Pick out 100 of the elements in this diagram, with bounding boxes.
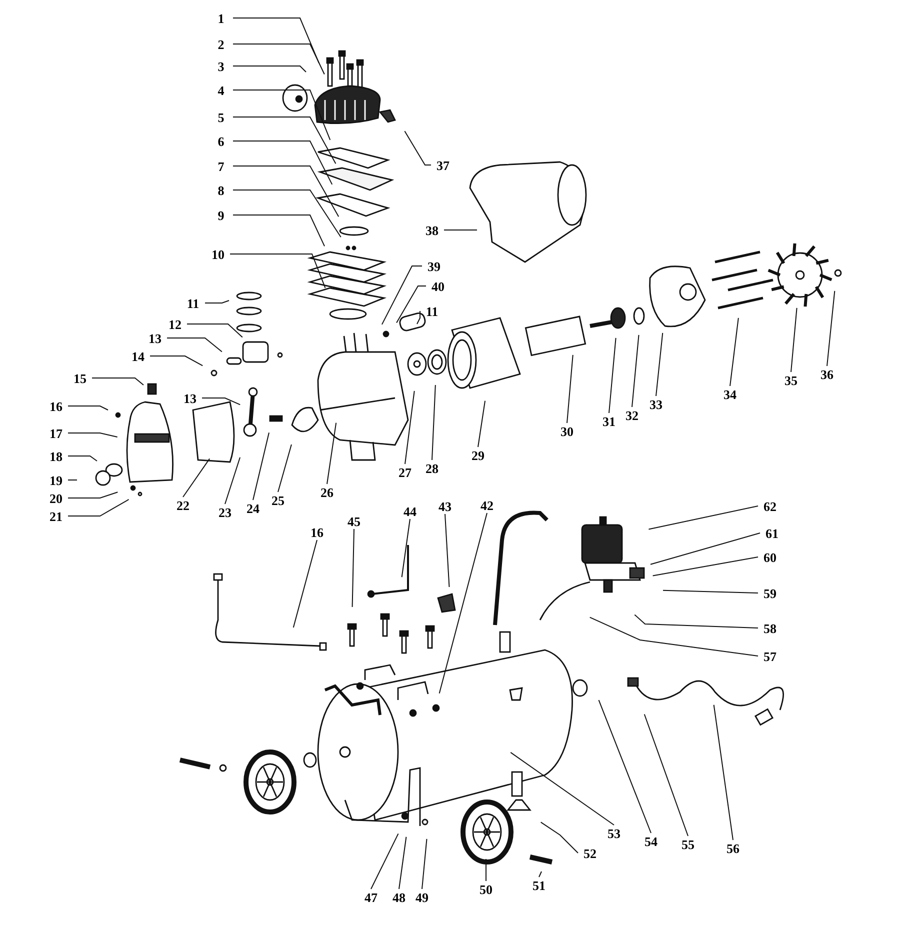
leader-line bbox=[510, 752, 614, 826]
leader-line bbox=[186, 324, 243, 338]
leader-line bbox=[713, 704, 734, 840]
leader-line bbox=[662, 590, 758, 594]
callout-number: 50 bbox=[474, 881, 498, 897]
callout-number: 58 bbox=[758, 620, 782, 636]
leader-line bbox=[68, 432, 118, 438]
leader-line bbox=[648, 506, 758, 530]
callout-number: 29 bbox=[466, 447, 490, 463]
callout-number: 7 bbox=[209, 158, 233, 174]
callout-number: 53 bbox=[602, 825, 626, 841]
callout-number: 36 bbox=[815, 366, 839, 382]
leader-line bbox=[68, 498, 130, 516]
callout-number: 9 bbox=[209, 207, 233, 223]
callout-number: 5 bbox=[209, 109, 233, 125]
leader-line bbox=[589, 616, 758, 656]
callout-number: 6 bbox=[209, 133, 233, 149]
callout-number: 18 bbox=[44, 448, 68, 464]
callout-number: 43 bbox=[433, 498, 457, 514]
callout-number: 25 bbox=[266, 492, 290, 508]
callout-number: 2 bbox=[209, 36, 233, 52]
leader-line bbox=[150, 356, 204, 366]
callout-number: 17 bbox=[44, 425, 68, 441]
callout-number: 21 bbox=[44, 508, 68, 524]
leader-line bbox=[432, 384, 436, 460]
leader-line bbox=[404, 390, 415, 464]
callout-number: 38 bbox=[420, 222, 444, 238]
leader-line bbox=[232, 44, 325, 75]
callout-number: 28 bbox=[420, 460, 444, 476]
callout-number: 32 bbox=[620, 407, 644, 423]
callout-number: 55 bbox=[676, 836, 700, 852]
leader-line bbox=[352, 528, 354, 608]
callout-number: 33 bbox=[644, 396, 668, 412]
leader-line bbox=[224, 456, 241, 504]
callout-number: 52 bbox=[578, 845, 602, 861]
callout-number: 16 bbox=[44, 398, 68, 414]
leader-line bbox=[232, 66, 306, 72]
callout-number: 19 bbox=[44, 472, 68, 488]
callout-number: 34 bbox=[718, 386, 742, 402]
leader-line bbox=[232, 116, 336, 164]
leader-line bbox=[232, 214, 326, 247]
leader-line bbox=[650, 532, 760, 565]
callout-number: 39 bbox=[422, 258, 446, 274]
callout-number: 13 bbox=[143, 330, 167, 346]
callout-number: 57 bbox=[758, 648, 782, 664]
leader-line bbox=[370, 833, 399, 890]
callout-number: 54 bbox=[639, 833, 663, 849]
callout-number: 26 bbox=[315, 484, 339, 500]
leader-line bbox=[381, 266, 422, 325]
leader-line bbox=[230, 254, 326, 288]
callout-number: 62 bbox=[758, 498, 782, 514]
callout-number: 31 bbox=[597, 413, 621, 429]
leader-line bbox=[182, 458, 210, 498]
callout-number: 59 bbox=[758, 585, 782, 601]
leader-line bbox=[232, 140, 333, 185]
leader-line bbox=[656, 332, 664, 396]
callout-number: 40 bbox=[426, 278, 450, 294]
leader-line bbox=[538, 871, 542, 878]
leader-line bbox=[278, 444, 292, 492]
leader-line bbox=[608, 337, 616, 414]
callout-number: 24 bbox=[241, 500, 265, 516]
leader-line bbox=[438, 512, 488, 694]
leader-line bbox=[444, 514, 450, 588]
callout-number: 45 bbox=[342, 513, 366, 529]
callout-number: 12 bbox=[163, 316, 187, 332]
callout-number: 37 bbox=[431, 157, 455, 173]
callout-number: 27 bbox=[393, 464, 417, 480]
callout-number: 61 bbox=[760, 525, 784, 541]
leader-line bbox=[540, 822, 578, 854]
callout-number: 8 bbox=[209, 182, 233, 198]
callout-number: 49 bbox=[410, 889, 434, 905]
leader-line bbox=[202, 398, 241, 406]
leader-line bbox=[478, 400, 486, 448]
leader-line bbox=[68, 406, 108, 410]
callout-number: 48 bbox=[387, 889, 411, 905]
callout-number: 11 bbox=[420, 303, 444, 319]
leader-line bbox=[422, 838, 428, 890]
callout-number: 3 bbox=[209, 58, 233, 74]
leader-line bbox=[398, 836, 407, 890]
leader-line bbox=[404, 130, 432, 166]
leader-line bbox=[292, 540, 318, 628]
callout-number: 14 bbox=[126, 348, 150, 364]
leader-line bbox=[396, 286, 426, 324]
leader-line bbox=[634, 614, 758, 628]
leader-line bbox=[416, 310, 420, 324]
callout-number: 11 bbox=[181, 295, 205, 311]
callout-number: 35 bbox=[779, 372, 803, 388]
callout-number: 1 bbox=[209, 10, 233, 26]
callout-number: 56 bbox=[721, 840, 745, 856]
leader-line bbox=[652, 556, 758, 576]
callout-number: 47 bbox=[359, 889, 383, 905]
callout-number: 4 bbox=[209, 82, 233, 98]
callout-number: 42 bbox=[475, 497, 499, 513]
callout-number: 30 bbox=[555, 423, 579, 439]
callout-number: 20 bbox=[44, 490, 68, 506]
leader-line bbox=[790, 307, 798, 372]
callout-number: 23 bbox=[213, 504, 237, 520]
callout-number: 22 bbox=[171, 497, 195, 513]
callout-number: 44 bbox=[398, 503, 422, 519]
leader-line bbox=[92, 378, 144, 386]
